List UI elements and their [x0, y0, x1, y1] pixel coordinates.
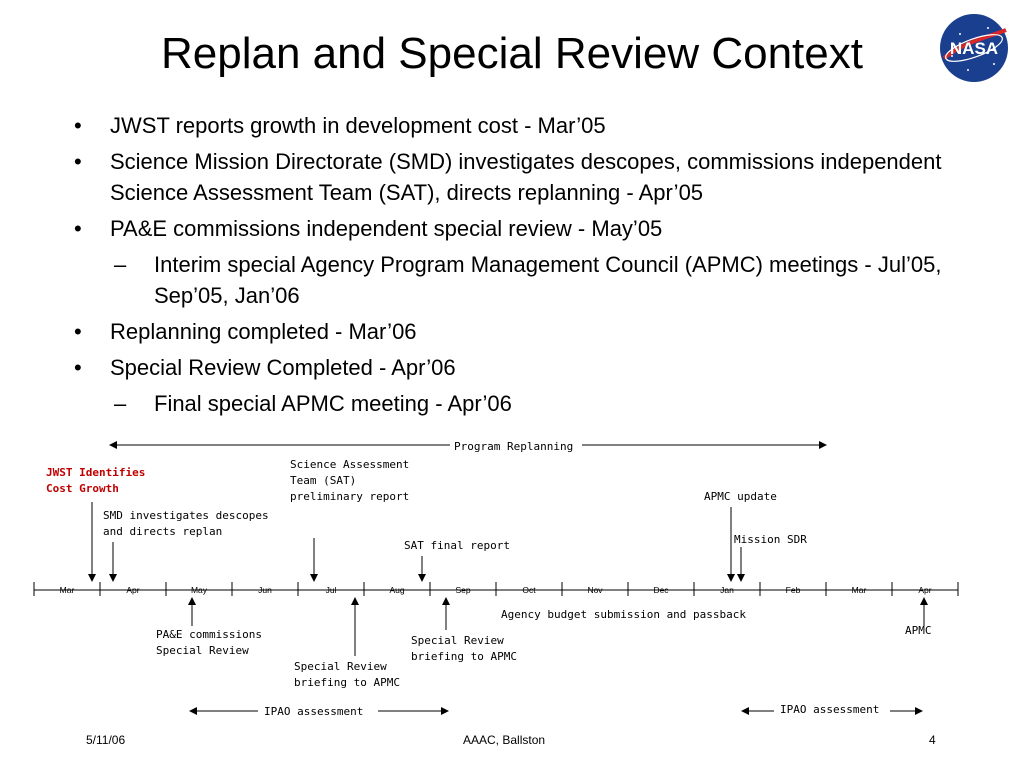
- bullet-item: • Replanning completed - Mar’06: [70, 316, 970, 347]
- bullet-marker: •: [74, 355, 82, 380]
- bullet-text: JWST reports growth in development cost …: [110, 113, 606, 138]
- month-label: Mar: [851, 585, 867, 595]
- timeline-lines: [33, 441, 959, 715]
- bullet-item: • PA&E commissions independent special re…: [70, 213, 970, 244]
- budget-label: Agency budget submission and passback: [501, 608, 747, 621]
- month-label: Aug: [389, 585, 405, 595]
- footer-page-number: 4: [929, 733, 936, 747]
- month-label: May: [190, 585, 208, 595]
- nasa-logo: NASA: [940, 14, 1008, 82]
- bullet-marker: •: [74, 216, 82, 241]
- bullet-text: Special Review Completed - Apr’06: [110, 355, 456, 380]
- bullet-text: Interim special Agency Program Managemen…: [154, 252, 942, 308]
- bullet-item: • JWST reports growth in development cost…: [70, 110, 970, 141]
- ipao1-label: IPAO assessment: [264, 705, 364, 718]
- month-label: Oct: [522, 585, 536, 595]
- pae-label: PA&E commissions Special Review: [156, 628, 262, 657]
- month-label: Jan: [720, 585, 734, 595]
- month-label: Sep: [455, 585, 471, 595]
- month-label: Apr: [918, 585, 932, 595]
- svg-text:NASA: NASA: [950, 39, 998, 58]
- bullet-text: Science Mission Directorate (SMD) invest…: [110, 149, 942, 205]
- bullet-text: PA&E commissions independent special rev…: [110, 216, 663, 241]
- bullet-marker: •: [74, 319, 82, 344]
- bullet-marker: •: [74, 149, 82, 174]
- sat-final-label: SAT final report: [404, 539, 510, 552]
- month-label: Dec: [653, 585, 669, 595]
- briefing-jul-label: Special Review briefing to APMC: [294, 660, 400, 689]
- bullet-marker: –: [114, 252, 127, 277]
- bullet-item: – Final special APMC meeting - Apr’06: [70, 388, 970, 419]
- timeline-diagram: Program Replanning JWST Identifies Cost …: [0, 430, 1024, 730]
- month-label: Feb: [785, 585, 801, 595]
- bullet-text: Replanning completed - Mar’06: [110, 319, 417, 344]
- bullet-marker: •: [74, 113, 82, 138]
- mission-sdr-label: Mission SDR: [734, 533, 807, 546]
- bullet-item: • Special Review Completed - Apr’06: [70, 352, 970, 383]
- month-label: Apr: [126, 585, 140, 595]
- sat-prelim-label: Science Assessment Team (SAT) preliminar…: [290, 458, 410, 503]
- bullet-item: • Science Mission Directorate (SMD) inves…: [70, 146, 970, 208]
- month-label: Mar: [59, 585, 75, 595]
- briefing-sep-label: Special Review briefing to APMC: [411, 634, 517, 663]
- apmc-update-label: APMC update: [704, 490, 777, 503]
- month-label: Nov: [587, 585, 603, 595]
- bullet-text: Final special APMC meeting - Apr’06: [154, 391, 512, 416]
- month-label: Jul: [325, 585, 337, 595]
- apmc-label: APMC: [905, 624, 932, 637]
- ipao2-label: IPAO assessment: [780, 703, 880, 716]
- smd-investigates-label: SMD investigates descopes and directs re…: [103, 509, 269, 538]
- page-title: Replan and Special Review Context: [161, 29, 863, 78]
- bullet-list: • JWST reports growth in development cost…: [70, 110, 970, 424]
- footer-date: 5/11/06: [86, 733, 126, 747]
- program-replanning-label: Program Replanning: [454, 440, 574, 453]
- bullet-marker: –: [114, 391, 127, 416]
- footer-center: AAAC, Ballston: [463, 733, 546, 747]
- month-label: Jun: [258, 585, 272, 595]
- bullet-item: – Interim special Agency Program Manageme…: [70, 249, 970, 311]
- jwst-identifies-label: JWST Identifies Cost Growth: [46, 466, 146, 495]
